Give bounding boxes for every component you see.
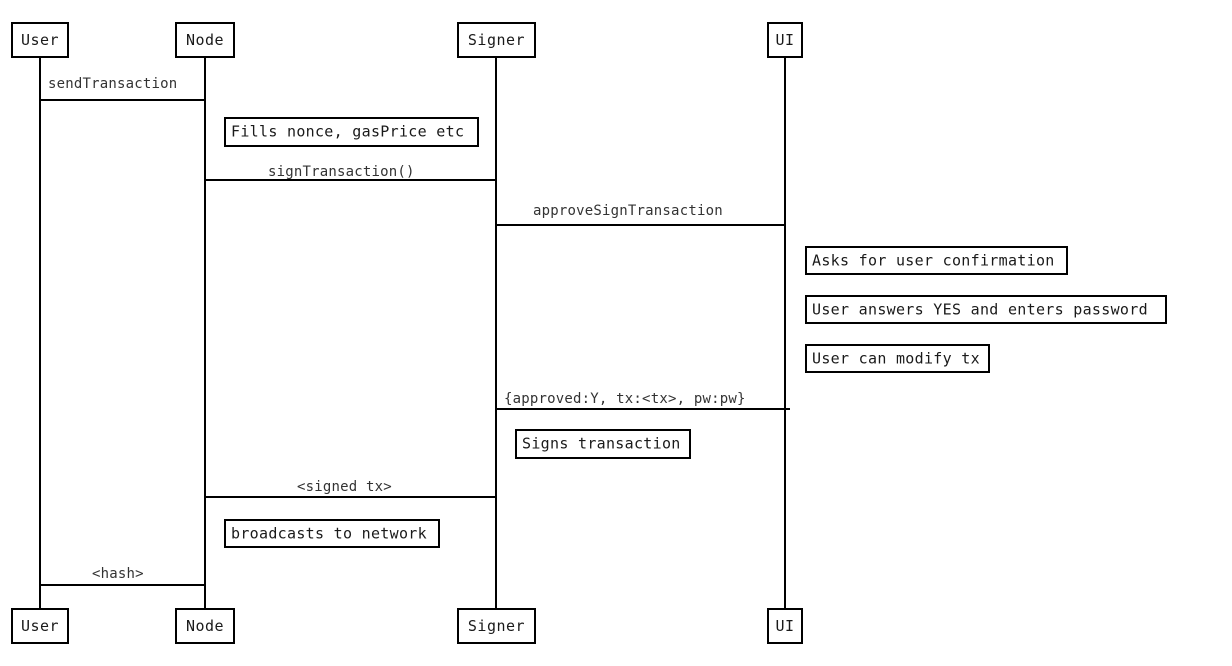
note-box-n3: User answers YES and enters password (805, 295, 1167, 324)
note-text: broadcasts to network (231, 524, 427, 542)
lifeline-signer (495, 58, 497, 608)
message-label-m4: {approved:Y, tx:<tx>, pw:pw} (504, 391, 746, 407)
participant-foot-signer[interactable]: Signer (457, 608, 536, 644)
note-box-n4: User can modify tx (805, 344, 990, 373)
participant-label: Node (185, 30, 225, 49)
note-box-n5: Signs transaction (515, 429, 691, 459)
message-label-m3: approveSignTransaction (533, 203, 723, 219)
lifeline-user (39, 58, 41, 608)
message-label-m6: <hash> (92, 566, 144, 582)
message-line-m2[interactable] (204, 179, 497, 181)
note-box-n1: Fills nonce, gasPrice etc (224, 117, 479, 147)
participant-head-signer[interactable]: Signer (457, 22, 536, 58)
note-box-n6: broadcasts to network (224, 519, 440, 548)
message-line-m4[interactable] (495, 408, 790, 410)
participant-label: UI (775, 616, 795, 635)
message-line-m1[interactable] (39, 99, 206, 101)
message-line-m3[interactable] (495, 224, 786, 226)
participant-foot-ui[interactable]: UI (767, 608, 803, 644)
participant-head-node[interactable]: Node (175, 22, 235, 58)
message-label-m2: signTransaction() (268, 164, 415, 180)
note-text: User answers YES and enters password (812, 300, 1148, 318)
participant-label: Signer (467, 616, 526, 635)
note-text: User can modify tx (812, 349, 980, 367)
participant-head-user[interactable]: User (11, 22, 69, 58)
participant-foot-user[interactable]: User (11, 608, 69, 644)
message-label-m5: <signed tx> (297, 479, 392, 495)
participant-label: User (20, 30, 60, 49)
message-label-m1: sendTransaction (48, 76, 178, 92)
lifeline-node (204, 58, 206, 608)
message-line-m5[interactable] (204, 496, 497, 498)
participant-label: User (20, 616, 60, 635)
note-text: Asks for user confirmation (812, 251, 1055, 269)
participant-foot-node[interactable]: Node (175, 608, 235, 644)
message-line-m6[interactable] (39, 584, 206, 586)
note-text: Signs transaction (522, 434, 681, 453)
participant-head-ui[interactable]: UI (767, 22, 803, 58)
participant-label: Signer (467, 30, 526, 49)
note-text: Fills nonce, gasPrice etc (231, 122, 465, 141)
note-box-n2: Asks for user confirmation (805, 246, 1068, 275)
participant-label: UI (775, 30, 795, 49)
participant-label: Node (185, 616, 225, 635)
lifeline-ui (784, 58, 786, 608)
